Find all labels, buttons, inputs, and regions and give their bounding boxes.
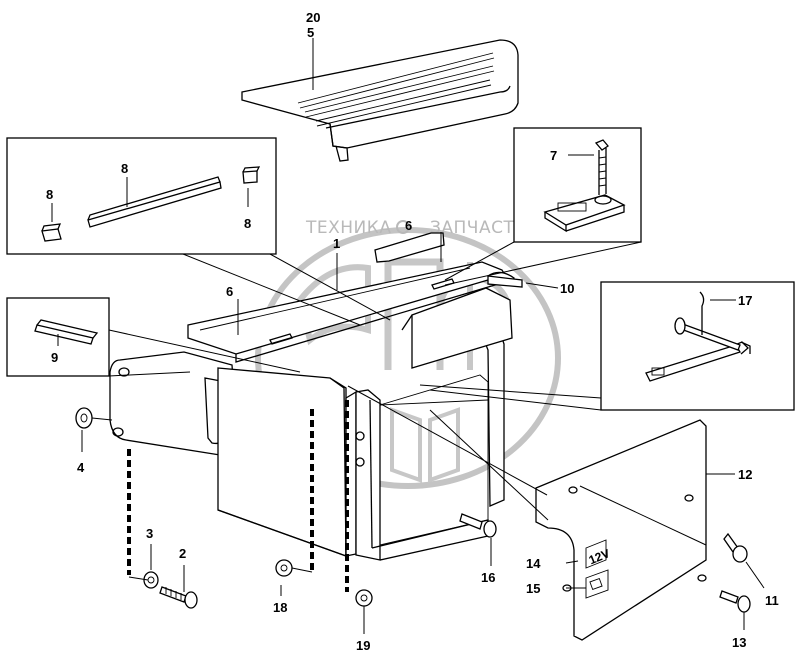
inset-box-rails bbox=[6, 137, 277, 255]
callout-9: 9 bbox=[51, 350, 58, 365]
callout-18: 18 bbox=[273, 600, 287, 615]
callout-19: 19 bbox=[356, 638, 370, 653]
callout-13: 13 bbox=[732, 635, 746, 650]
inset-box-hinge bbox=[600, 281, 795, 411]
callout-16: 16 bbox=[481, 570, 495, 585]
callout-17: 17 bbox=[738, 293, 752, 308]
side-cover-plate: 12V bbox=[535, 419, 707, 641]
inset-box-rail-short bbox=[6, 297, 110, 377]
callout-8-left: 8 bbox=[46, 187, 53, 202]
callout-20: 20 bbox=[306, 10, 320, 25]
callout-14: 14 bbox=[526, 556, 541, 571]
callout-6-left: 6 bbox=[226, 284, 233, 299]
callout-8-middle: 8 bbox=[121, 161, 128, 176]
callout-15: 15 bbox=[526, 581, 540, 596]
callout-4: 4 bbox=[77, 460, 85, 475]
callouts: 20 5 8 8 8 7 1 6 6 10 17 9 4 12 3 2 14 1… bbox=[46, 10, 779, 653]
watermark-logo-building bbox=[390, 407, 460, 483]
callout-11: 11 bbox=[765, 593, 779, 608]
callout-8-right: 8 bbox=[244, 216, 251, 231]
watermark-right-text: ЗАПЧАСТИ bbox=[430, 218, 528, 238]
fasteners bbox=[75, 275, 751, 613]
leader-lines bbox=[81, 232, 765, 634]
watermark-left-text: ТЕХНИКА bbox=[305, 218, 391, 238]
alignment-lines bbox=[127, 400, 349, 592]
callout-7: 7 bbox=[550, 148, 557, 163]
callout-3: 3 bbox=[146, 526, 153, 541]
callout-10: 10 bbox=[560, 281, 574, 296]
callout-2: 2 bbox=[179, 546, 186, 561]
inset-box-bracket bbox=[513, 127, 642, 243]
callout-1: 1 bbox=[333, 236, 340, 251]
callout-12: 12 bbox=[738, 467, 752, 482]
gear-icon bbox=[396, 220, 410, 234]
callout-5: 5 bbox=[307, 25, 314, 40]
top-cover-panel bbox=[241, 38, 519, 162]
callout-6-top: 6 bbox=[405, 218, 412, 233]
